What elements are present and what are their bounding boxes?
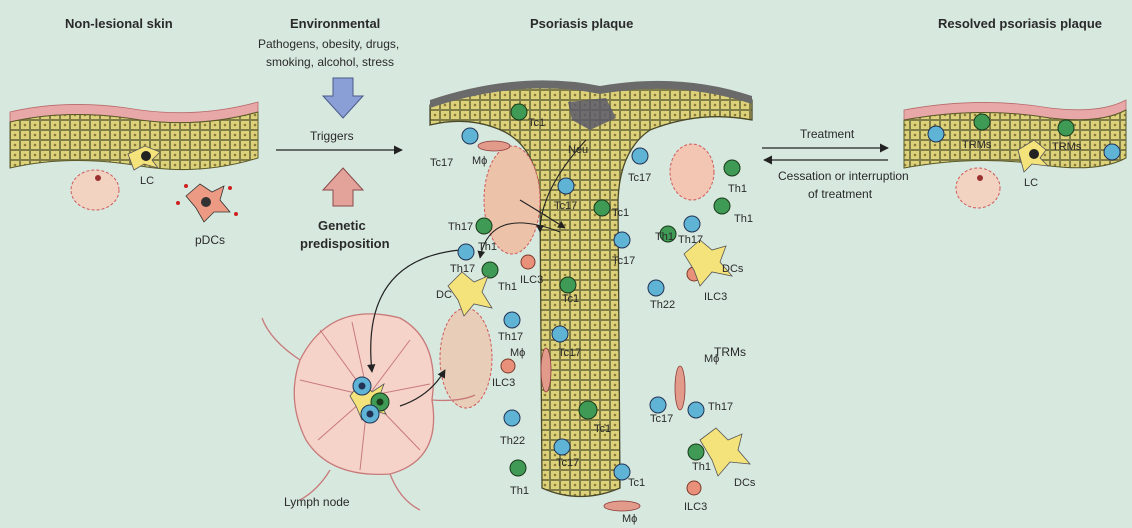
- label-tc17: Tc17: [558, 347, 581, 359]
- macrophage-icon: [675, 366, 685, 410]
- th1-cell-icon: [688, 444, 704, 460]
- label-lymph-node: Lymph node: [284, 495, 350, 509]
- label-neu: Neu: [568, 144, 588, 156]
- label-th1: Th1: [692, 461, 711, 473]
- tc17-cell-icon: [650, 397, 666, 413]
- ilc3-cell-icon: [521, 255, 535, 269]
- th1-cell-icon: [482, 262, 498, 278]
- label-th1: Th1: [510, 485, 529, 497]
- label-tc17: Tc17: [612, 255, 635, 267]
- label-lc-left: LC: [140, 175, 154, 187]
- th1-cell-icon: [714, 198, 730, 214]
- label-tc1: Tc1: [594, 423, 611, 435]
- label-tc17: Tc1: [628, 477, 645, 489]
- label-triggers: Triggers: [310, 129, 354, 143]
- th1-cell-icon: [458, 244, 474, 260]
- header-environmental: Environmental: [290, 16, 380, 31]
- label-trms-mid: TRMs: [714, 345, 746, 359]
- ilc3-cell-icon: [501, 359, 515, 373]
- macrophage-icon: [478, 141, 510, 151]
- th17-cell-icon: [684, 216, 700, 232]
- tc1-cell-icon: [579, 401, 597, 419]
- label-th17: Th17: [450, 263, 475, 275]
- label-ilc3: ILC3: [520, 274, 543, 286]
- th22-cell-icon: [504, 410, 520, 426]
- label-tc17: Tc17: [554, 200, 577, 212]
- label-cessation-2: of treatment: [808, 187, 873, 201]
- label-tc17: Tc17: [556, 457, 579, 469]
- label-ilc3: ILC3: [684, 501, 707, 513]
- th17-cell-icon: [688, 402, 704, 418]
- label-lc-right: LC: [1024, 177, 1038, 189]
- label-tc1: Tc1: [528, 117, 545, 129]
- label-tc17: Tc17: [650, 413, 673, 425]
- macrophage-icon: [541, 348, 551, 392]
- label-genetic-2: predisposition: [300, 236, 390, 251]
- label-trms: TRMs: [962, 139, 992, 151]
- dc-cell-icon: [448, 272, 492, 316]
- th17-cell-icon: [504, 312, 520, 328]
- label-th17: Th17: [708, 401, 733, 413]
- header-non-lesional: Non-lesional skin: [65, 16, 173, 31]
- tc1-cell-icon: [594, 200, 610, 216]
- label-th1: Th1: [478, 241, 497, 253]
- label-th1: Th1: [498, 281, 517, 293]
- header-resolved: Resolved psoriasis plaque: [938, 16, 1102, 31]
- label-tc1: Tc1: [562, 293, 579, 305]
- th22-cell-icon: [648, 280, 664, 296]
- label-tc17: Tc17: [628, 172, 651, 184]
- label-tc17: Tc17: [430, 157, 453, 169]
- label-pdcs: pDCs: [195, 233, 225, 247]
- label-th1: Th1: [734, 213, 753, 225]
- tc1-cell-icon: [560, 277, 576, 293]
- label-th17: Th17: [448, 221, 473, 233]
- label-tc1: Tc1: [612, 207, 629, 219]
- th1-cell-icon: [724, 160, 740, 176]
- label-th22: Th22: [650, 299, 675, 311]
- label-mphi: Mϕ: [510, 347, 525, 359]
- th1-cell-icon: [510, 460, 526, 476]
- th17-cell-icon: [476, 218, 492, 234]
- resolved-skin: [904, 100, 1126, 208]
- label-mphi: Mϕ: [472, 155, 487, 167]
- ilc3-cell-icon: [687, 481, 701, 495]
- label-th17: Th17: [678, 234, 703, 246]
- label-ilc3: ILC3: [704, 291, 727, 303]
- tc1-cell-icon: [511, 104, 527, 120]
- non-lesional-skin: [10, 102, 258, 222]
- label-genetic-1: Genetic: [318, 218, 366, 233]
- label-mphi: Mϕ: [622, 513, 637, 525]
- label-dc: DC: [436, 289, 452, 301]
- header-plaque: Psoriasis plaque: [530, 16, 633, 31]
- label-th1: Th1: [728, 183, 747, 195]
- tc17-cell-icon: [558, 178, 574, 194]
- tc17-cell-icon: [614, 232, 630, 248]
- env-factors-line2: smoking, alcohol, stress: [266, 55, 394, 69]
- genetic-arrow-icon: [323, 168, 363, 206]
- label-cessation-1: Cessation or interruption: [778, 169, 909, 183]
- label-treatment: Treatment: [800, 127, 855, 141]
- tc17-cell-icon: [462, 128, 478, 144]
- env-factors-line1: Pathogens, obesity, drugs,: [258, 37, 399, 51]
- label-dcs: DCs: [734, 477, 756, 489]
- label-th17: Th17: [498, 331, 523, 343]
- label-th1: Th1: [655, 231, 674, 243]
- label-trms: TRMs: [1052, 141, 1082, 153]
- label-dcs: DCs: [722, 263, 744, 275]
- tc17-cell-icon: [552, 326, 568, 342]
- tc17-cell-icon: [632, 148, 648, 164]
- label-th22: Th22: [500, 435, 525, 447]
- tc17-cell-icon: [554, 439, 570, 455]
- environment-arrow-icon: [323, 78, 363, 118]
- macrophage-icon: [604, 501, 640, 511]
- label-ilc3: ILC3: [492, 377, 515, 389]
